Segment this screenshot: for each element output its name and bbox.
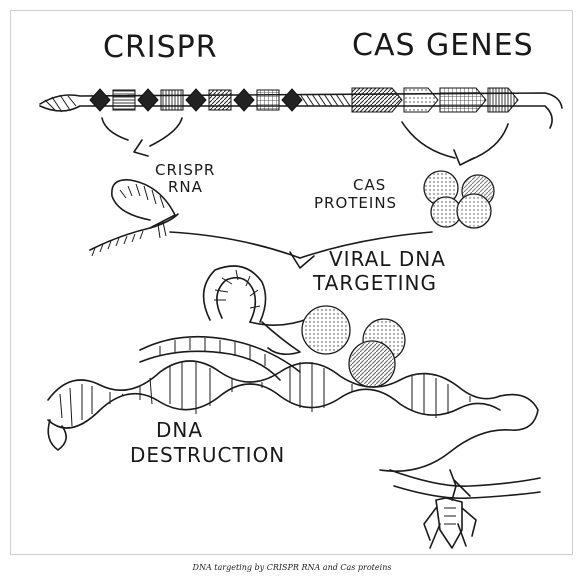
arrow-rna-to-target: [169, 231, 301, 259]
label-viral-line1: VIRAL DNA: [329, 247, 446, 271]
crispr-rna-molecule: [89, 179, 179, 257]
genome-strand: [39, 87, 563, 129]
label-dna-line1: DNA: [156, 418, 203, 442]
arrow-left-head: [133, 139, 149, 157]
label-cas-proteins-line2: PROTEINS: [314, 194, 397, 212]
bacteriophage: [389, 469, 541, 549]
arrow-left-a: [101, 117, 129, 141]
arrow-right-head: [453, 149, 475, 166]
arrow-cas-to-target: [299, 231, 433, 259]
label-crispr-rna-line2: RNA: [168, 178, 203, 196]
label-cas-proteins-line1: CAS: [353, 176, 386, 194]
targeting-complex: [202, 265, 406, 388]
heading-cas-genes: CAS GENES: [352, 28, 534, 63]
arrow-right-b: [469, 123, 509, 161]
arrow-left-b: [149, 117, 183, 147]
arrow-target-head: [289, 251, 315, 269]
label-crispr-rna-line1: CRISPR: [155, 161, 215, 179]
label-dna-line2: DESTRUCTION: [130, 443, 285, 467]
label-viral-line2: TARGETING: [312, 271, 437, 295]
cas-protein-cluster: [423, 170, 495, 229]
figure-caption: DNA targeting by CRISPR RNA and Cas prot…: [192, 563, 392, 572]
arrow-right-a: [401, 121, 456, 159]
viral-dna-helix: [47, 335, 539, 472]
heading-crispr: CRISPR: [103, 30, 218, 65]
